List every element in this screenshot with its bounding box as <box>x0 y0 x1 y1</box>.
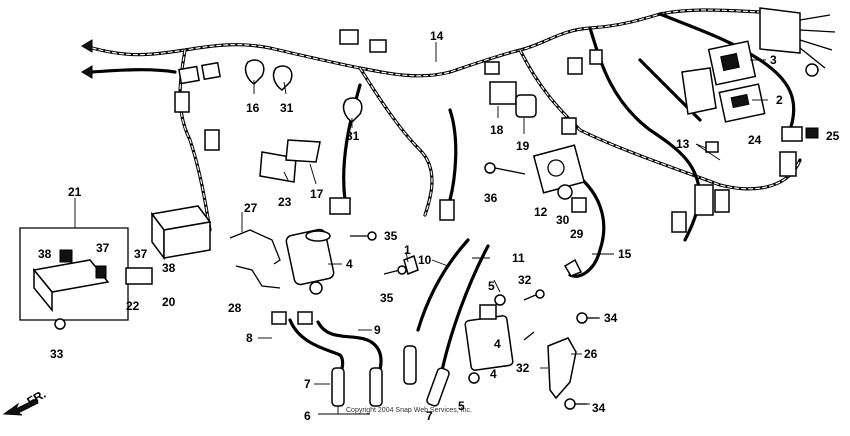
plug-cap-6 <box>369 345 417 407</box>
plug-cap-7 <box>331 367 450 407</box>
callout-4b: 4 <box>494 337 501 351</box>
bolt-32b <box>523 331 535 341</box>
relay-part-3 <box>707 40 757 86</box>
callout-5b: 5 <box>458 399 465 413</box>
callout-36: 36 <box>484 191 498 205</box>
washer-33 <box>54 318 66 330</box>
callout-29: 29 <box>570 227 584 241</box>
callout-25: 25 <box>826 129 840 143</box>
part-29 <box>571 197 587 213</box>
bracket-27 <box>229 229 281 265</box>
bolt-35b <box>383 265 407 275</box>
callout-12: 12 <box>534 205 548 219</box>
main-wire-harness <box>90 8 802 278</box>
callout-11: 11 <box>512 251 525 265</box>
clamp-31a <box>272 65 293 91</box>
relay-part-2 <box>718 83 766 123</box>
part-13 <box>705 141 719 153</box>
box-21 <box>19 227 153 321</box>
callout-21: 21 <box>68 185 82 199</box>
copyright-text: Copyright 2004 Snap Web Services, Inc. <box>346 407 472 414</box>
coil-leads <box>271 311 313 325</box>
callout-35a: 35 <box>384 229 398 243</box>
callout-16: 16 <box>246 101 260 115</box>
callout-7a: 7 <box>304 377 311 391</box>
callout-8: 8 <box>246 331 253 345</box>
callout-38b: 38 <box>162 261 176 275</box>
callout-30: 30 <box>556 213 570 227</box>
coil-4-upper <box>285 228 335 295</box>
bolt-34b <box>564 398 587 410</box>
callout-18: 18 <box>490 123 504 137</box>
callout-15: 15 <box>618 247 632 261</box>
callout-27: 27 <box>244 201 258 215</box>
bolt-36 <box>484 162 526 175</box>
callout-9: 9 <box>374 323 381 337</box>
part-19 <box>515 94 537 118</box>
part-5 <box>468 294 506 384</box>
bracket-17 <box>285 139 321 163</box>
callout-13: 13 <box>676 137 690 151</box>
callout-5a: 5 <box>488 279 495 293</box>
callout-32a: 32 <box>518 273 532 287</box>
callout-24: 24 <box>748 133 762 147</box>
leader-lines <box>74 42 768 415</box>
pickup-15 <box>563 258 583 277</box>
callout-37b: 37 <box>134 247 148 261</box>
callout-28: 28 <box>228 301 242 315</box>
callout-2: 2 <box>776 93 783 107</box>
regulator-bracket <box>681 67 717 115</box>
bracket-28 <box>235 265 281 289</box>
coil-4-lower <box>464 304 514 371</box>
callout-20: 20 <box>162 295 176 309</box>
part-18 <box>489 81 517 105</box>
callout-38a: 38 <box>38 247 52 261</box>
callout-4a: 4 <box>346 257 353 271</box>
callout-34a: 34 <box>604 311 618 325</box>
bolt-35a <box>350 231 377 241</box>
callout-32b: 32 <box>516 361 530 375</box>
front-direction-arrow: FR. <box>2 387 48 416</box>
bolt-32a <box>523 289 545 301</box>
fuse-box-20 <box>150 205 212 261</box>
clamp-31b <box>342 97 363 123</box>
callout-22: 22 <box>126 299 140 313</box>
callout-1: 1 <box>404 243 411 257</box>
callout-37a: 37 <box>96 241 110 255</box>
callout-19: 19 <box>516 139 530 153</box>
regulator-12 <box>532 117 586 194</box>
callout-4c: 4 <box>490 367 497 381</box>
part-30 <box>557 184 573 200</box>
callout-34b: 34 <box>592 401 606 415</box>
callout-23: 23 <box>278 195 292 209</box>
plug-wire-10 <box>416 238 470 332</box>
callout-26: 26 <box>584 347 598 361</box>
callout-17: 17 <box>310 187 324 201</box>
callout-35b: 35 <box>380 291 394 305</box>
clamp-16 <box>244 59 265 85</box>
callout-6: 6 <box>304 409 311 423</box>
callout-14: 14 <box>430 29 444 43</box>
callout-10: 10 <box>418 253 432 267</box>
part-24 <box>781 126 803 142</box>
callout-31b: 31 <box>346 129 360 143</box>
callout-33: 33 <box>50 347 64 361</box>
part-25 <box>805 127 819 139</box>
callout-3: 3 <box>770 53 777 67</box>
harness-connectors <box>81 7 836 233</box>
callout-7b: 7 <box>426 409 433 423</box>
bolt-34a <box>576 312 599 324</box>
bracket-26 <box>547 337 577 400</box>
callout-31a: 31 <box>280 101 294 115</box>
